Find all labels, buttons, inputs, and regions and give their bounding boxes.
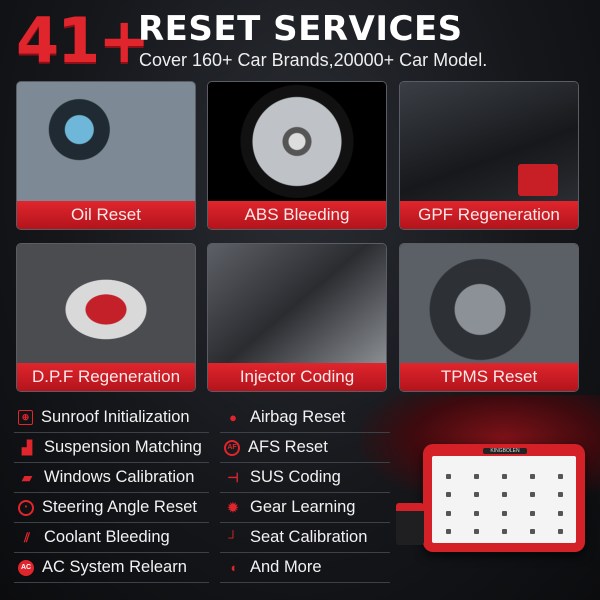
list-item: ●Airbag Reset bbox=[220, 403, 390, 433]
coolant-icon: ⫽ bbox=[24, 529, 30, 545]
tile-label: TPMS Reset bbox=[400, 363, 578, 391]
tile-injector-coding: Injector Coding bbox=[207, 243, 387, 392]
tile-abs-bleeding: ABS Bleeding bbox=[207, 81, 387, 230]
tile-dpf-regeneration: D.P.F Regeneration bbox=[16, 243, 196, 392]
suspension-icon: ▟ bbox=[22, 439, 32, 455]
tile-oil-reset: Oil Reset bbox=[16, 81, 196, 230]
list-item: ▟Suspension Matching bbox=[14, 433, 209, 463]
service-count: 41+ bbox=[16, 4, 150, 77]
tile-label: ABS Bleeding bbox=[208, 201, 386, 229]
page-subtitle: Cover 160+ Car Brands,20000+ Car Model. bbox=[139, 50, 488, 70]
more-icon: ◖ bbox=[229, 560, 237, 575]
obd-dongle bbox=[396, 503, 424, 545]
gear-icon: ✹ bbox=[227, 499, 239, 515]
list-item: •Steering Angle Reset bbox=[14, 493, 209, 523]
tile-tpms-reset: TPMS Reset bbox=[399, 243, 579, 392]
injector-coding-image bbox=[208, 244, 386, 363]
abs-bleeding-image bbox=[208, 82, 386, 201]
tile-label: Oil Reset bbox=[17, 201, 195, 229]
service-list-left: ⊕Sunroof Initialization ▟Suspension Matc… bbox=[14, 403, 209, 583]
device-brand: KINGBOLEN bbox=[483, 448, 527, 454]
list-item: ✹Gear Learning bbox=[220, 493, 390, 523]
tile-label: D.P.F Regeneration bbox=[17, 363, 195, 391]
sus-icon: ⊣ bbox=[227, 469, 239, 485]
afs-icon: AF bbox=[224, 439, 240, 456]
diagnostic-tablet: KINGBOLEN bbox=[423, 444, 585, 552]
steering-wheel-icon: • bbox=[18, 499, 34, 516]
header: 41+ RESET SERVICES Cover 160+ Car Brands… bbox=[0, 0, 600, 78]
tpms-reset-image bbox=[400, 244, 578, 363]
list-item: ⊕Sunroof Initialization bbox=[14, 403, 209, 433]
tile-label: GPF Regeneration bbox=[400, 201, 578, 229]
list-item: ▰Windows Calibration bbox=[14, 463, 209, 493]
list-item: ┘Seat Calibration bbox=[220, 523, 390, 553]
tile-gpf-regeneration: GPF Regeneration bbox=[399, 81, 579, 230]
ac-icon: AC bbox=[18, 559, 34, 576]
oil-reset-image bbox=[17, 82, 195, 201]
tile-label: Injector Coding bbox=[208, 363, 386, 391]
airbag-icon: ● bbox=[229, 410, 237, 425]
page-title: RESET SERVICES bbox=[138, 9, 463, 49]
gpf-regeneration-image bbox=[400, 82, 578, 201]
window-icon: ▰ bbox=[22, 469, 32, 485]
list-item: ⫽Coolant Bleeding bbox=[14, 523, 209, 553]
list-item: ⊣SUS Coding bbox=[220, 463, 390, 493]
seat-icon: ┘ bbox=[228, 530, 238, 545]
sunroof-icon: ⊕ bbox=[18, 410, 33, 425]
tablet-screen bbox=[432, 456, 576, 543]
dpf-regeneration-image bbox=[17, 244, 195, 363]
list-item: ◖And More bbox=[220, 553, 390, 583]
